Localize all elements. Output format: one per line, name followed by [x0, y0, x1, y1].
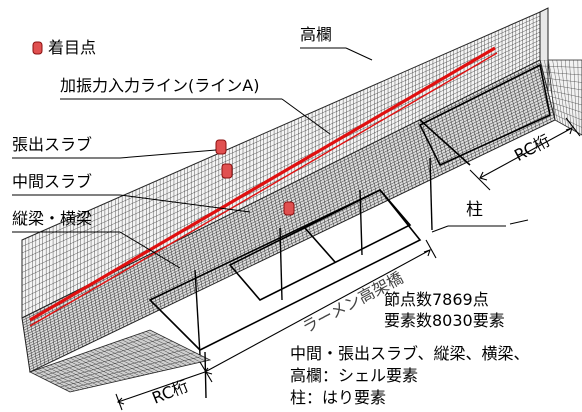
target-point-marker [221, 163, 233, 179]
target-point-marker [283, 201, 295, 216]
target-point-marker [215, 139, 227, 155]
dimension-lines [115, 117, 581, 411]
shell-element-note-line2: 高欄：シェル要素 [290, 366, 419, 385]
element-count-note: 要素数8030要素 [384, 311, 505, 330]
legend-marker-label: 着目点 [48, 38, 97, 57]
railing-label: 高欄 [300, 25, 333, 44]
beam-frames [148, 63, 551, 351]
excitation-line [29, 46, 498, 327]
excitation-line-label: 加振力入力ライン(ラインA) [60, 76, 260, 95]
node-count-note: 節点数7869点 [384, 290, 489, 309]
cantilever-slab-label: 張出スラブ [12, 135, 93, 154]
legend-marker-icon [32, 41, 43, 55]
beam-element-note: 柱：はり要素 [290, 388, 387, 407]
beams-label: 縦梁・横梁 [12, 209, 93, 228]
columns [194, 157, 433, 399]
target-points [32, 41, 295, 216]
column-label: 柱 [466, 200, 483, 220]
shell-element-note-line1: 中間・張出スラブ、縦梁、横梁、 [290, 344, 530, 363]
leader-lines [12, 47, 529, 269]
middle-slab-label: 中間スラブ [12, 172, 93, 191]
deck-slab-mesh [21, 59, 556, 373]
rc-girder-mesh-left [28, 329, 212, 393]
